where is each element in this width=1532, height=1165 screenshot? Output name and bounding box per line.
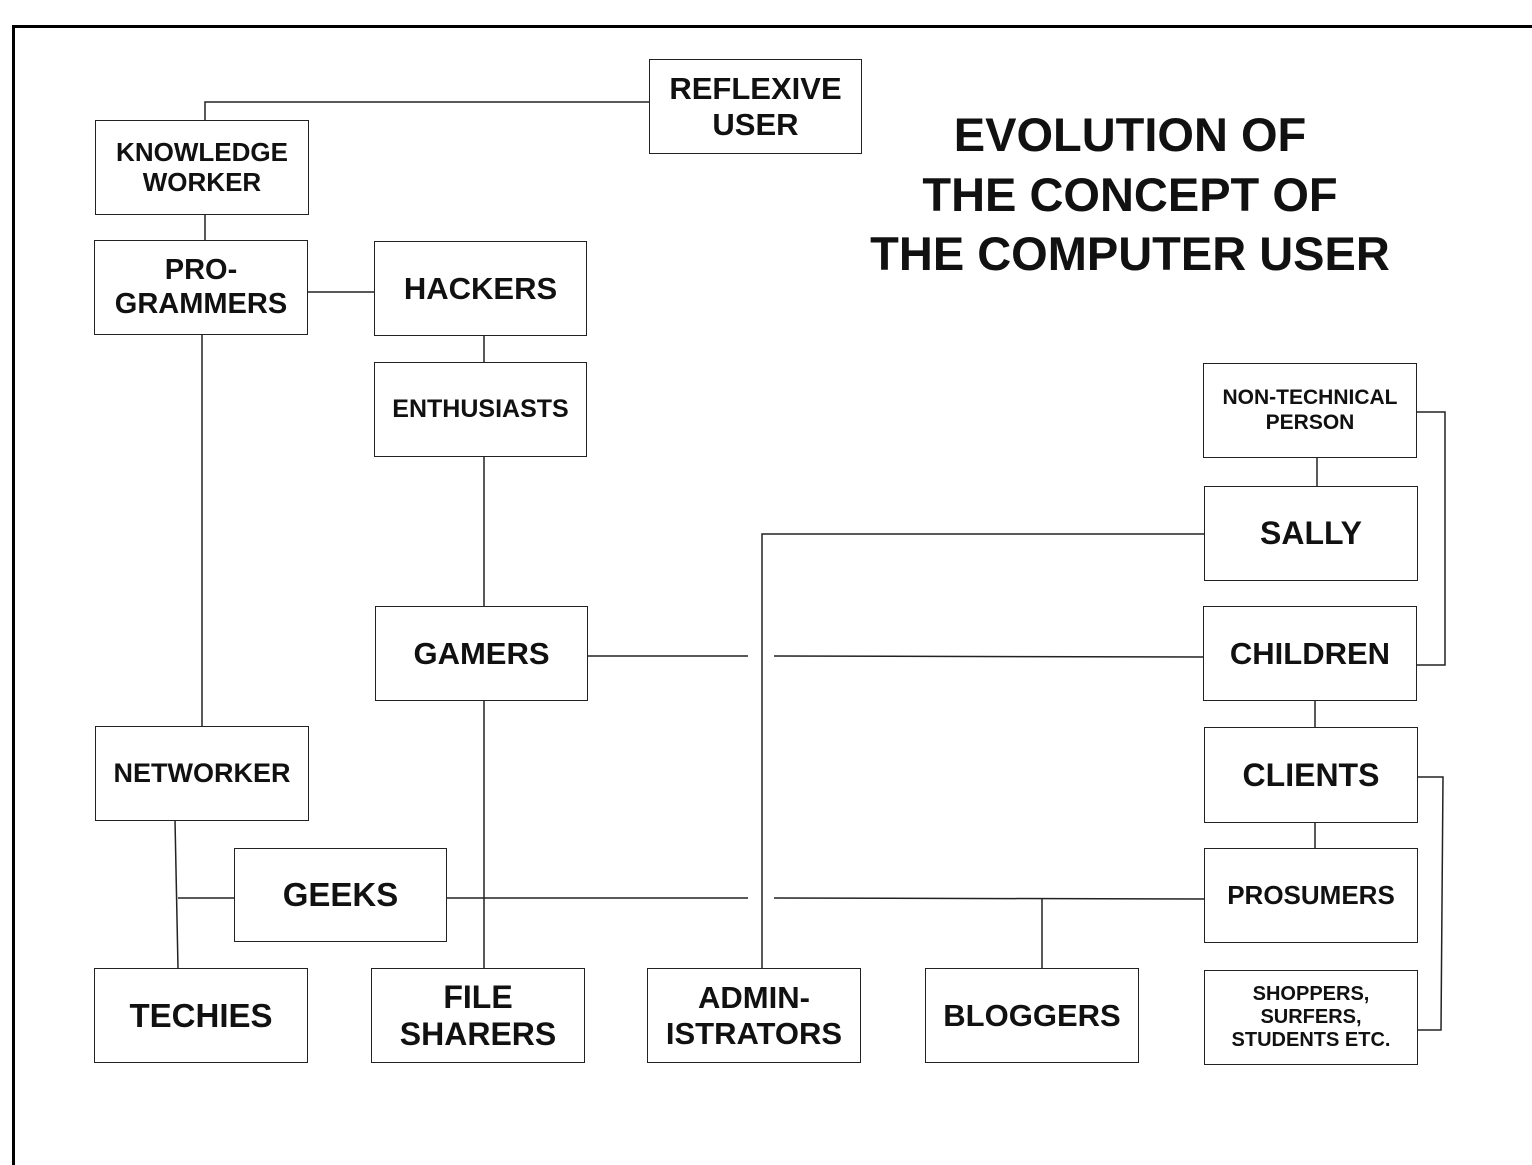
node-prosumers: PROSUMERS: [1204, 848, 1418, 943]
node-knowledge-worker: KNOWLEDGE WORKER: [95, 120, 309, 215]
node-enthusiasts: ENTHUSIASTS: [374, 362, 587, 457]
node-gamers: GAMERS: [375, 606, 588, 701]
edge-bracket-non-technical-children: [1417, 411, 1446, 666]
edge-administrators-sally: [761, 533, 1205, 968]
node-sally: SALLY: [1204, 486, 1418, 581]
edge-bracket-clients-shoppers: [1418, 776, 1444, 1031]
edge-gamers-children-b: [773, 655, 1205, 658]
node-administrators: ADMIN- ISTRATORS: [647, 968, 861, 1063]
edge-networker-techies: [174, 819, 179, 969]
node-networker: NETWORKER: [95, 726, 309, 821]
node-clients: CLIENTS: [1204, 727, 1418, 823]
node-bloggers: BLOGGERS: [925, 968, 1139, 1063]
node-hackers: HACKERS: [374, 241, 587, 336]
node-file-sharers: FILE SHARERS: [371, 968, 585, 1063]
node-geeks: GEEKS: [234, 848, 447, 942]
edge-knowledge-worker-reflexive-user: [204, 101, 650, 120]
node-shoppers: SHOPPERS, SURFERS, STUDENTS ETC.: [1204, 970, 1418, 1065]
node-reflexive-user: REFLEXIVE USER: [649, 59, 862, 154]
diagram-frame: [12, 25, 1532, 1165]
diagram-title: EVOLUTION OF THE CONCEPT OF THE COMPUTER…: [870, 108, 1390, 281]
edge-geeks-prosumers-b: [773, 897, 1206, 900]
node-programmers: PRO- GRAMMERS: [94, 240, 308, 335]
node-techies: TECHIES: [94, 968, 308, 1063]
node-non-technical-person: NON-TECHNICAL PERSON: [1203, 363, 1417, 458]
node-children: CHILDREN: [1203, 606, 1417, 701]
